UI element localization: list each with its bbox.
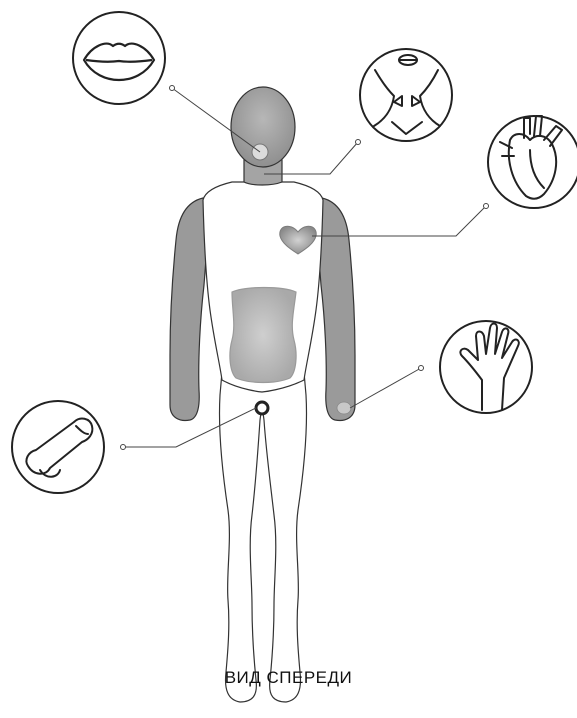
genital-callout [12, 401, 104, 493]
hand-callout [440, 321, 532, 413]
hand-callout-dot [419, 366, 424, 371]
hand-region [337, 402, 351, 414]
neck-callout-dot [356, 140, 361, 145]
neck-callout [360, 49, 452, 141]
lips-callout-dot [170, 86, 175, 91]
lips-callout [73, 12, 165, 104]
genital-callout-dot [121, 445, 126, 450]
abdomen-region [230, 288, 296, 383]
hand-callout-line [350, 368, 421, 408]
human-figure [170, 87, 355, 702]
heart-callout-dot [484, 204, 489, 209]
lower-body [219, 372, 306, 702]
view-caption: ВИД СПЕРЕДИ [0, 668, 577, 688]
genital-region [256, 402, 268, 414]
heart-callout [488, 116, 577, 208]
